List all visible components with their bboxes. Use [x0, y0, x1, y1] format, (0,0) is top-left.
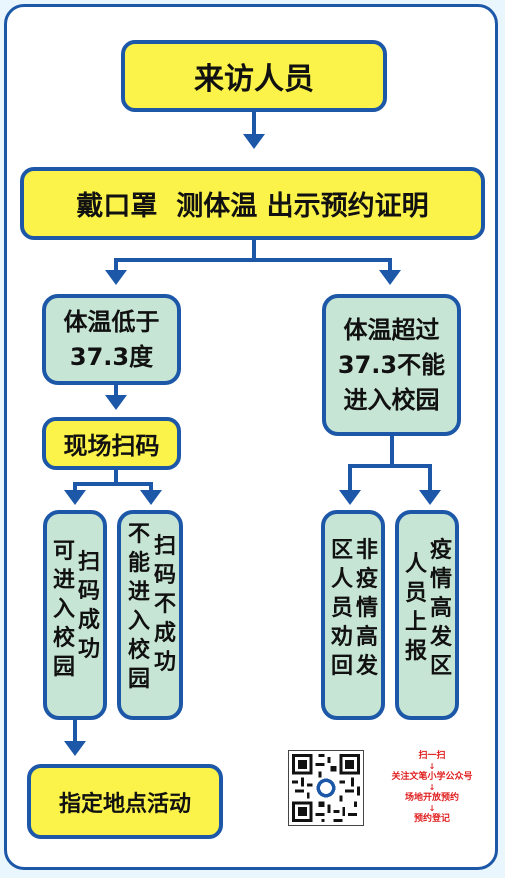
- scan-ok-box: 扫码成功 可进入校园: [43, 510, 107, 720]
- scan-fail-text: 扫码不成功: [153, 534, 176, 675]
- arrow-down-icon: ↓: [428, 783, 436, 792]
- requirement-label: 戴口罩 测体温 出示预约证明: [76, 191, 429, 222]
- connector: [252, 112, 256, 138]
- scan-box: 现场扫码: [42, 417, 181, 470]
- activity-box: 指定地点活动: [27, 764, 223, 839]
- arrow-down-icon: [379, 270, 401, 285]
- qr-code-icon: [289, 751, 363, 825]
- scan-label: 现场扫码: [63, 432, 160, 460]
- connector: [149, 482, 153, 492]
- high-temp-box: 体温超过 37.3不能 进入校园: [322, 294, 461, 436]
- scan-ok-text: 扫码成功: [77, 550, 100, 662]
- arrow-down-icon: [105, 270, 127, 285]
- risk-text: 人员上报: [404, 552, 427, 664]
- connector: [73, 482, 77, 492]
- high-temp-line: 体温超过: [343, 315, 440, 344]
- requirement-box: 戴口罩 测体温 出示预约证明: [20, 167, 485, 240]
- arrow-down-icon: [64, 490, 86, 505]
- visitor-box: 来访人员: [121, 40, 387, 112]
- non-risk-text: 非疫情高发: [355, 538, 378, 679]
- arrow-down-icon: [339, 490, 361, 505]
- connector: [252, 240, 256, 262]
- scan-fail-box: 扫码不成功 不能进入校园: [117, 510, 183, 720]
- connector: [388, 258, 392, 272]
- arrow-down-icon: [419, 490, 441, 505]
- activity-label: 指定地点活动: [58, 791, 191, 817]
- qr-step: 关注文笔小学公众号: [391, 772, 473, 782]
- qr-step: 场地开放预约: [404, 793, 459, 803]
- non-risk-box: 非疫情高发 区人员劝回: [321, 510, 385, 720]
- qr-step: 扫一扫: [418, 751, 446, 761]
- low-temp-box: 体温低于 37.3度: [42, 294, 181, 385]
- arrow-down-icon: ↓: [428, 804, 436, 813]
- connector: [390, 436, 394, 466]
- connector: [114, 258, 392, 262]
- qr-steps: 扫一扫 ↓ 关注文笔小学公众号 ↓ 场地开放预约 ↓ 预约登记: [368, 750, 496, 825]
- non-risk-text: 区人员劝回: [330, 538, 353, 679]
- connector: [114, 470, 118, 484]
- scan-ok-text: 可进入校园: [52, 539, 75, 680]
- low-temp-line: 37.3度: [69, 342, 154, 371]
- qr-code: [288, 750, 364, 826]
- risk-box: 疫情高发区 人员上报: [395, 510, 459, 720]
- high-temp-line: 37.3不能: [337, 350, 446, 379]
- arrow-down-icon: [64, 741, 86, 756]
- connector: [73, 720, 77, 744]
- arrow-down-icon: ↓: [428, 762, 436, 771]
- scan-fail-text: 不能进入校园: [127, 522, 150, 692]
- qr-step: 预约登记: [413, 814, 450, 824]
- visitor-label: 来访人员: [194, 62, 314, 97]
- connector: [348, 464, 352, 492]
- low-temp-line: 体温低于: [63, 307, 160, 336]
- arrow-down-icon: [140, 490, 162, 505]
- high-temp-line: 进入校园: [343, 385, 440, 414]
- connector: [114, 385, 118, 397]
- connector: [114, 258, 118, 272]
- connector: [428, 464, 432, 492]
- arrow-down-icon: [243, 134, 265, 149]
- connector: [73, 482, 153, 486]
- risk-text: 疫情高发区: [429, 538, 452, 679]
- connector: [348, 464, 432, 468]
- arrow-down-icon: [105, 395, 127, 410]
